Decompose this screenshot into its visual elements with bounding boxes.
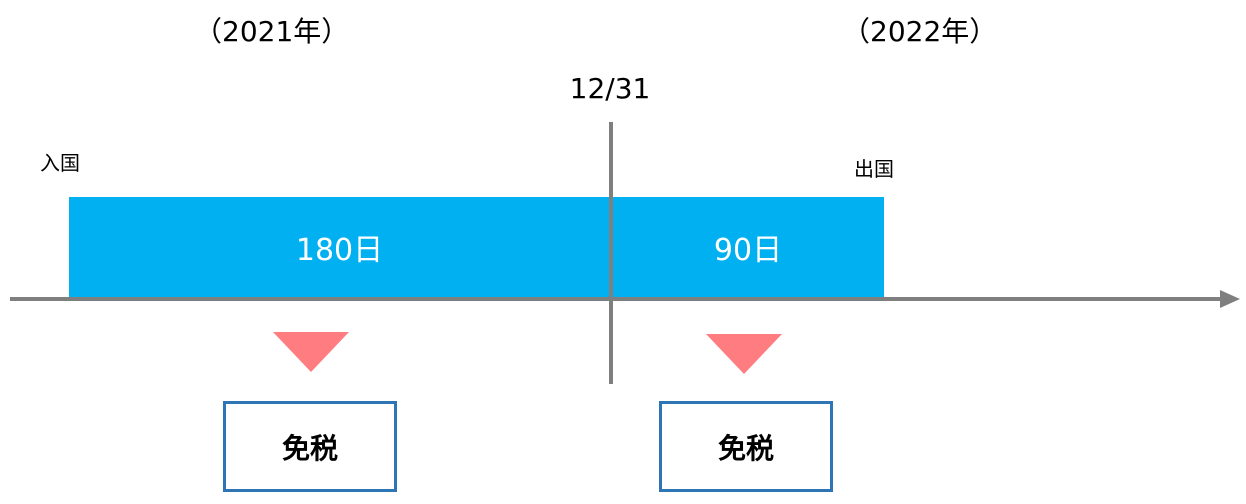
stay-segment-2022: 90日 [612, 197, 884, 297]
stay-segment-2022-label: 90日 [713, 233, 783, 268]
date-label: 12/31 [569, 72, 651, 105]
entry-label: 入国 [40, 151, 80, 175]
year-label-2022: （2022年） [842, 15, 998, 48]
tax-exempt-label: 免税 [717, 431, 774, 465]
stay-segment-2021-label: 180日 [295, 233, 384, 268]
year-label-2021: （2021年） [194, 15, 350, 48]
down-arrow-icon [706, 334, 782, 374]
stay-segment-2021: 180日 [69, 197, 610, 297]
tax-exempt-label: 免税 [281, 431, 338, 465]
tax-exempt-box-2021: 免税 [223, 401, 397, 492]
axis-arrowhead-icon [1220, 290, 1240, 308]
exit-label: 出国 [854, 157, 894, 181]
tax-exempt-box-2022: 免税 [659, 401, 833, 492]
down-arrow-icon [273, 332, 349, 372]
